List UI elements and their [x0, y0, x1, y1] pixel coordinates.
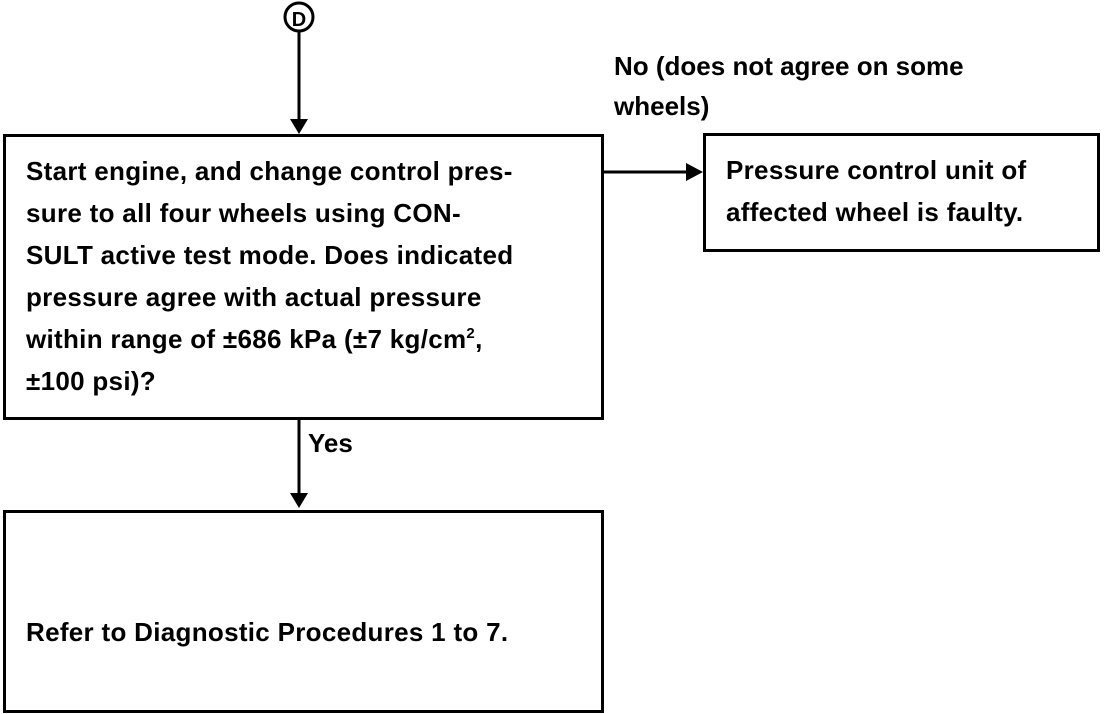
arrowhead-no-branch	[686, 163, 703, 181]
decision-box: Start engine, and change control pres- s…	[3, 134, 604, 420]
faulty-unit-box: Pressure control unit of affected wheel …	[703, 133, 1100, 252]
decision-line: pressure agree with actual pressure	[26, 282, 482, 312]
faulty-line2: affected wheel is faulty.	[726, 197, 1024, 227]
refer-procedures-box: Refer to Diagnostic Procedures 1 to 7.	[3, 510, 604, 713]
refer-procedures-text: Refer to Diagnostic Procedures 1 to 7.	[26, 617, 509, 647]
decision-line5-pre: within range of ±686 kPa (±7 kg/cm	[26, 324, 467, 354]
decision-line: within range of ±686 kPa (±7 kg/cm2,	[26, 318, 596, 360]
decision-line5-post: ,	[475, 324, 483, 354]
decision-line: Start engine, and change control pres-	[26, 156, 513, 186]
faulty-line1: Pressure control unit of	[726, 155, 1027, 185]
no-branch-label: No (does not agree on some wheels)	[614, 46, 964, 126]
decision-line: sure to all four wheels using CON-	[26, 198, 461, 228]
decision-line: ±100 psi)?	[26, 366, 156, 396]
faulty-unit-text: Pressure control unit of affected wheel …	[726, 149, 1026, 233]
no-label-line2: wheels)	[614, 91, 710, 121]
arrowhead-to-decision	[290, 119, 308, 134]
decision-line5-sup: 2	[466, 325, 476, 342]
arrowhead-yes-branch	[290, 493, 308, 508]
connector-d: D	[283, 1, 315, 33]
yes-branch-label: Yes	[308, 428, 353, 458]
connector-d-label: D	[292, 9, 306, 31]
decision-line: SULT active test mode. Does indicated	[26, 240, 514, 270]
decision-text: Start engine, and change control pres- s…	[26, 150, 596, 402]
no-label-line1: No (does not agree on some	[614, 51, 964, 81]
